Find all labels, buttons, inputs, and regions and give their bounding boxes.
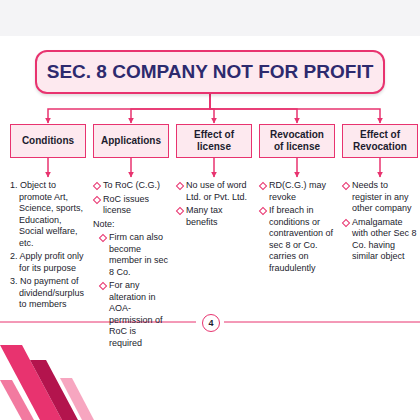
bullet-mark bbox=[259, 207, 267, 215]
chevron-decor bbox=[60, 378, 94, 420]
footer-rule bbox=[224, 322, 420, 323]
bullet-mark bbox=[259, 182, 267, 190]
bullet-mark bbox=[93, 182, 101, 190]
title-banner: SEC. 8 COMPANY NOT FOR PROFIT bbox=[35, 50, 386, 94]
node-label: Effect of license bbox=[181, 129, 247, 153]
category-box: Effect of license bbox=[176, 124, 252, 158]
node-label: Effect of Revocation bbox=[347, 129, 413, 153]
top-band bbox=[0, 0, 420, 36]
bullet-mark bbox=[176, 182, 184, 190]
list-item: 3. No payment of dividend/surplus to mem… bbox=[10, 276, 86, 311]
list-item: Needs to register in any other company bbox=[342, 180, 418, 215]
connector-arrow bbox=[48, 94, 210, 123]
connector-arrow bbox=[47, 158, 49, 177]
point-list: RD(C.G.) may revokeIf breach in conditio… bbox=[259, 180, 335, 276]
list-item: Firm can also become member in sec 8 Co. bbox=[93, 232, 169, 278]
bullet-mark bbox=[99, 282, 107, 290]
connector-arrow bbox=[131, 94, 210, 123]
chevron-decor bbox=[0, 380, 34, 420]
list-item: No use of word Ltd. or Pvt. Ltd. bbox=[176, 180, 252, 203]
footer-rule bbox=[0, 322, 196, 323]
bullet-mark bbox=[176, 207, 184, 215]
connector-arrow bbox=[130, 158, 132, 177]
list-item: Amalgamate with other Sec 8 Co. having s… bbox=[342, 217, 418, 263]
bullet-mark bbox=[99, 234, 107, 242]
node-label: Conditions bbox=[22, 135, 74, 147]
point-list: Needs to register in any other companyAm… bbox=[342, 180, 418, 265]
connector-arrow bbox=[210, 94, 380, 123]
point-list: No use of word Ltd. or Pvt. Ltd.Many tax… bbox=[176, 180, 252, 230]
category-box: Revocation of license bbox=[259, 124, 335, 158]
bullet-mark bbox=[342, 182, 350, 190]
point-list: 1. Object to promote Art, Science, sport… bbox=[10, 180, 86, 313]
list-item: 1. Object to promote Art, Science, sport… bbox=[10, 180, 86, 249]
page-number: 4 bbox=[202, 314, 220, 332]
connector-arrow bbox=[379, 158, 381, 177]
list-item: Note: bbox=[93, 219, 169, 231]
category-box: Applications bbox=[93, 124, 169, 158]
list-item: To RoC (C.G.) bbox=[93, 180, 169, 192]
bullet-mark bbox=[342, 218, 350, 226]
list-item: Many tax benefits bbox=[176, 205, 252, 228]
connector-arrow bbox=[213, 158, 215, 177]
category-box: Effect of Revocation bbox=[342, 124, 418, 158]
connector-arrow bbox=[296, 158, 298, 177]
list-item: For any alteration in AOA- permission of… bbox=[93, 280, 169, 349]
list-item: RoC issues license bbox=[93, 194, 169, 217]
node-label: SEC. 8 COMPANY NOT FOR PROFIT bbox=[47, 61, 374, 83]
bullet-mark bbox=[93, 195, 101, 203]
list-item: RD(C.G.) may revoke bbox=[259, 180, 335, 203]
list-item: If breach in conditions or contravention… bbox=[259, 205, 335, 274]
point-list: To RoC (C.G.) RoC issues licenseNote:Firm… bbox=[93, 180, 169, 351]
node-label: Revocation of license bbox=[264, 129, 330, 153]
list-item: 2. Apply profit only for its purpose bbox=[10, 251, 86, 274]
node-label: Applications bbox=[101, 135, 161, 147]
category-box: Conditions bbox=[10, 124, 86, 158]
